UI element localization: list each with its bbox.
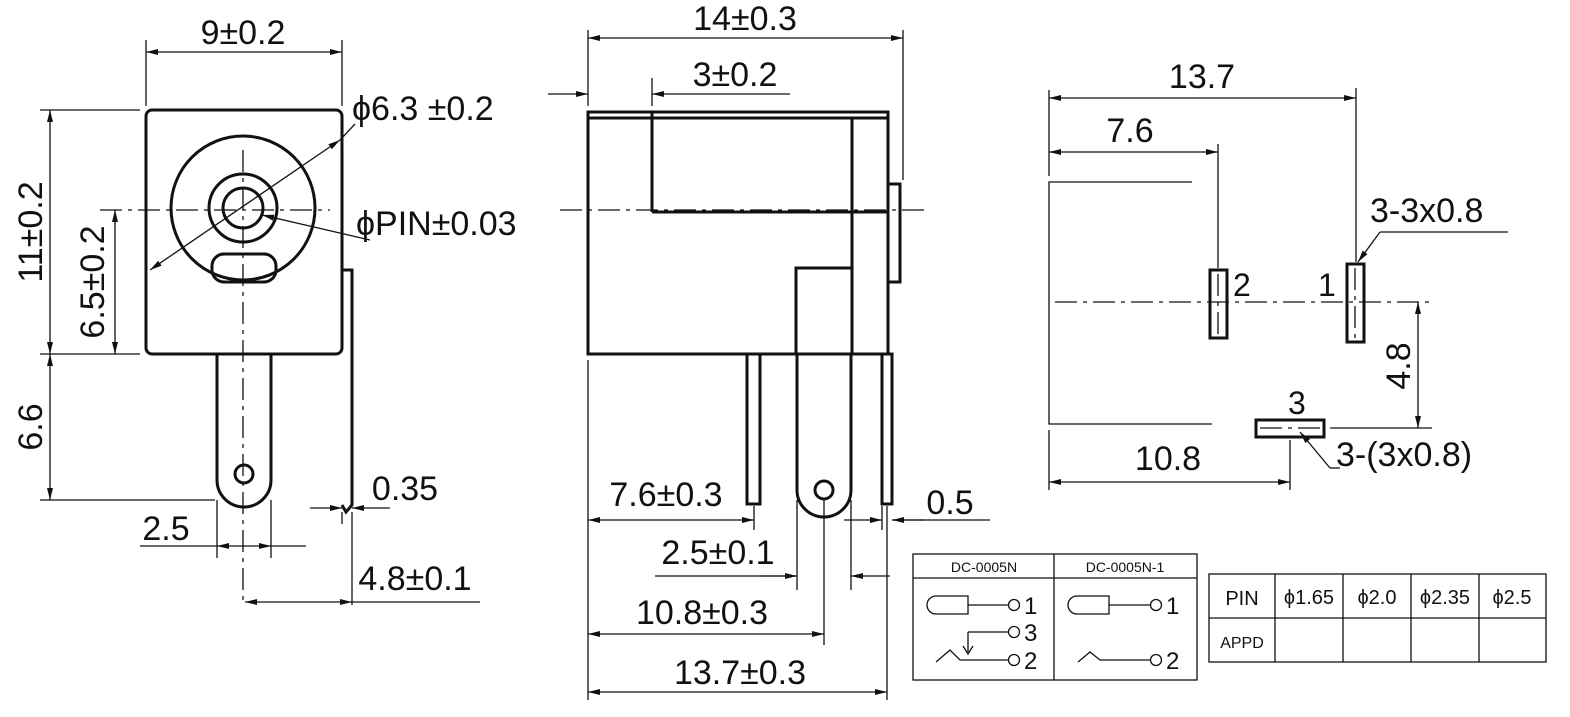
pcb-outline (1048, 181, 1212, 425)
schematic-a-pin1: 1 (1024, 593, 1037, 620)
pcb-slot-2 (1208, 268, 1229, 340)
pin-table-col-3: ϕ2.35 (1420, 587, 1470, 609)
front-view: 9±0.2 11±0.2 6.5±0.2 ϕ6.3 ±0.2 ϕPIN±0.03… (12, 14, 517, 605)
pcb-pin3-pos-label: 10.8 (1135, 440, 1201, 478)
front-width-label: 9±0.2 (201, 14, 286, 52)
pin-table-col-1: ϕ1.65 (1284, 587, 1334, 609)
front-center-height-label: 6.5±0.2 (74, 225, 112, 338)
schematic-model-b: DC-0005N-1 (1086, 559, 1165, 575)
side-flange (886, 182, 902, 284)
schematic-a-pin2: 2 (1024, 648, 1037, 675)
bore-diameter-label: ϕ6.3 ±0.2 (352, 90, 494, 128)
pcb-slot-3 (1254, 418, 1326, 439)
pcb-pin2-label: 2 (1233, 267, 1251, 303)
pcb-slot-3-label: 3-(3x0.8) (1336, 436, 1472, 474)
side-view: 14±0.3 3±0.2 7.6±0.3 0.5 2.5±0.1 10.8±0.… (548, 0, 990, 700)
schematic-b-pin2: 2 (1166, 648, 1179, 675)
schematic-table: DC-0005N DC-0005N-1 1 3 2 1 2 (912, 553, 1198, 681)
schematic-model-a: DC-0005N (951, 559, 1017, 575)
side-pin-c-label: 10.8±0.3 (636, 594, 768, 632)
pcb-total-label: 13.7 (1169, 58, 1235, 96)
pin-offset-label: 2.5 (142, 510, 189, 548)
side-pin-a-label: 7.6±0.3 (609, 476, 722, 514)
side-pin-a (745, 352, 762, 506)
pcb-slot-1 (1345, 262, 1366, 344)
side-step-label: 3±0.2 (693, 56, 778, 94)
side-pin-c (880, 352, 894, 506)
pin-table-appd-header: APPD (1220, 635, 1264, 652)
pcb-slot-12-label: 3-3x0.8 (1370, 192, 1483, 230)
pcb-pin-offset-label: 4.8 (1380, 342, 1418, 389)
pin-diameter-label: ϕPIN±0.03 (356, 205, 517, 243)
pin-length-label: 6.6 (12, 403, 50, 450)
side-pin-thickness-label: 0.5 (926, 484, 973, 522)
pin-table-pin-header: PIN (1225, 588, 1258, 610)
front-height-label: 11±0.2 (12, 181, 50, 282)
tab-offset-label: 4.8±0.1 (358, 560, 471, 598)
schematic-a-pin3: 3 (1024, 620, 1037, 647)
side-pin-b (795, 354, 853, 519)
side-pin-d-label: 13.7±0.3 (674, 654, 806, 692)
side-pin-b-label: 2.5±0.1 (661, 534, 774, 572)
pcb-layout: 2 1 3 13.7 7.6 10.8 4.8 3-3x0.8 3-(3x0.8… (1048, 58, 1508, 490)
pin-table-col-2: ϕ2.0 (1357, 587, 1396, 609)
pin-table: PIN APPD ϕ1.65 ϕ2.0 ϕ2.35 ϕ2.5 (1208, 573, 1547, 663)
pin-table-col-4: ϕ2.5 (1492, 587, 1531, 609)
side-body (586, 110, 890, 356)
pcb-pin1-label: 1 (1318, 267, 1336, 303)
front-body (144, 108, 344, 356)
schematic-b-pin1: 1 (1166, 593, 1179, 620)
pcb-pin3-label: 3 (1288, 385, 1306, 421)
pcb-pin2-pos-label: 7.6 (1106, 112, 1153, 150)
front-pin (215, 354, 273, 509)
side-length-label: 14±0.3 (693, 0, 797, 38)
tab-thickness-label: 0.35 (372, 470, 438, 508)
